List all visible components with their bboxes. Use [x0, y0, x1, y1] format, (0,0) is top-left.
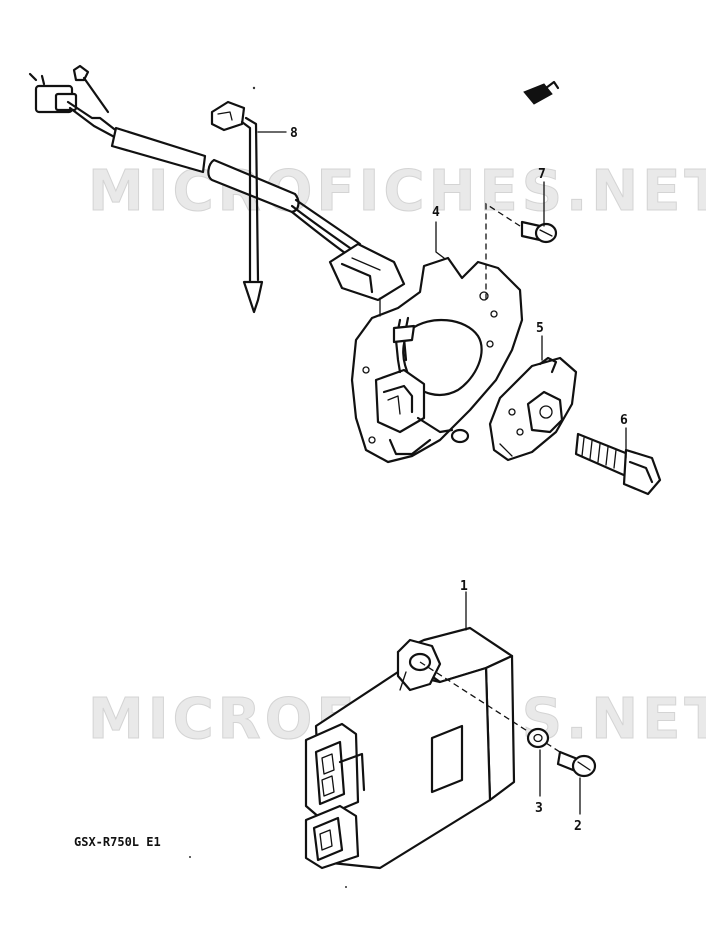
- part-1-igniter: [304, 626, 516, 870]
- wire-clip: [523, 80, 560, 105]
- callout-4: 4: [432, 205, 440, 220]
- callout-1: 1: [460, 579, 468, 594]
- leader-lines-lower: [465, 591, 581, 815]
- scan-speck: [189, 856, 191, 858]
- part-8-lead: [210, 100, 264, 314]
- pickup-coil: [374, 316, 470, 456]
- callout-2: 2: [574, 819, 582, 834]
- part-3-washer: [526, 727, 550, 749]
- scan-speck: [345, 886, 347, 888]
- model-code: GSX-R750L E1: [74, 835, 161, 849]
- part-6-bolt: [574, 432, 662, 496]
- callout-5: 5: [536, 321, 544, 336]
- harness-sleeve: [110, 126, 362, 260]
- harness-connector: [28, 64, 122, 142]
- part-2-screw: [556, 750, 597, 778]
- callout-8: 8: [290, 126, 298, 141]
- scan-speck: [252, 86, 256, 90]
- part-7-screw: [520, 220, 558, 244]
- leader-lines-upper: [257, 131, 627, 459]
- alignment-line-2: [419, 661, 561, 753]
- callout-3: 3: [535, 801, 543, 816]
- harness-grommet: [328, 242, 406, 302]
- alignment-line-7: [485, 202, 521, 300]
- callout-6: 6: [620, 413, 628, 428]
- callout-7: 7: [538, 167, 546, 182]
- part-5-rotor: [488, 356, 578, 462]
- watermark-top: MICROFICHES.NET: [88, 159, 706, 224]
